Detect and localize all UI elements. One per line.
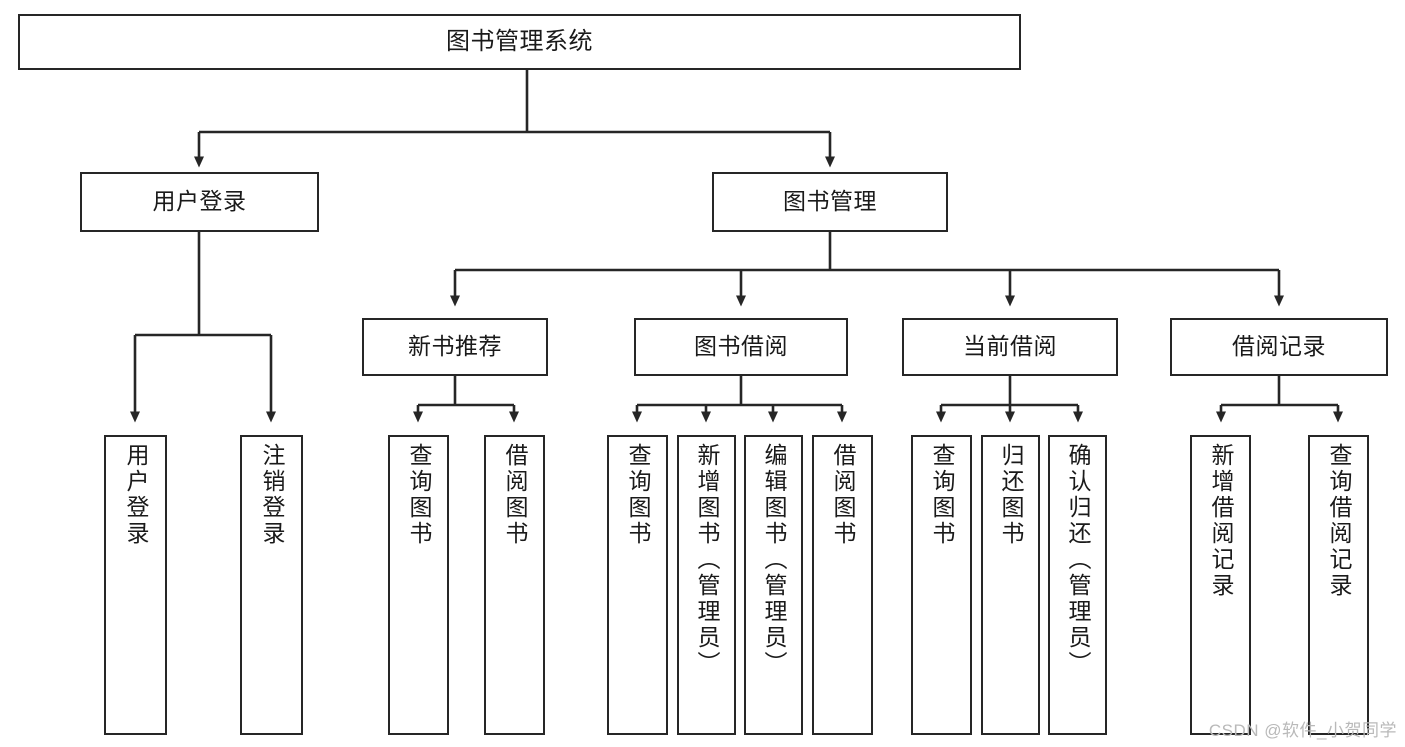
node-label: 借阅记录	[1232, 333, 1326, 360]
node-label: 借阅图书	[830, 443, 856, 547]
node-label: 图书管理	[783, 188, 877, 215]
leaf-new-book-borrow[interactable]: 借阅图书	[484, 435, 545, 735]
node-label: 新书推荐	[408, 333, 502, 360]
leaf-new-book-query[interactable]: 查询图书	[388, 435, 449, 735]
leaf-current-borrow-confirm-return[interactable]: 确认归还（管理员）	[1048, 435, 1107, 735]
watermark: CSDN @软件_小贺同学	[1208, 721, 1397, 740]
node-label: 注销登录	[259, 443, 285, 547]
node-label: 图书借阅	[694, 333, 788, 360]
node-label: 查询借阅记录	[1326, 443, 1352, 599]
leaf-user-login-login[interactable]: 用户登录	[104, 435, 167, 735]
node-label: 查询图书	[406, 443, 432, 547]
node-label: 新增借阅记录	[1208, 443, 1234, 599]
node-label: 确认归还（管理员）	[1065, 443, 1091, 677]
node-label: 图书管理系统	[446, 27, 593, 55]
leaf-current-borrow-return[interactable]: 归还图书	[981, 435, 1040, 735]
node-current-borrow[interactable]: 当前借阅	[902, 318, 1118, 376]
node-new-book-recommend[interactable]: 新书推荐	[362, 318, 548, 376]
node-label: 查询图书	[625, 443, 651, 547]
leaf-book-borrow-add[interactable]: 新增图书（管理员）	[677, 435, 736, 735]
node-book-management[interactable]: 图书管理	[712, 172, 948, 232]
node-label: 编辑图书（管理员）	[761, 443, 787, 677]
node-user-login[interactable]: 用户登录	[80, 172, 319, 232]
leaf-current-borrow-query[interactable]: 查询图书	[911, 435, 972, 735]
node-label: 用户登录	[123, 443, 149, 547]
node-label: 查询图书	[929, 443, 955, 547]
node-label: 用户登录	[152, 188, 247, 215]
node-label: 归还图书	[998, 443, 1024, 547]
node-book-borrow[interactable]: 图书借阅	[634, 318, 848, 376]
leaf-user-login-logout[interactable]: 注销登录	[240, 435, 303, 735]
leaf-borrow-record-query[interactable]: 查询借阅记录	[1308, 435, 1369, 735]
node-root-system[interactable]: 图书管理系统	[18, 14, 1021, 70]
node-label: 借阅图书	[502, 443, 528, 547]
leaf-book-borrow-edit[interactable]: 编辑图书（管理员）	[744, 435, 803, 735]
node-label: 新增图书（管理员）	[694, 443, 720, 677]
leaf-book-borrow-borrow[interactable]: 借阅图书	[812, 435, 873, 735]
leaf-borrow-record-add[interactable]: 新增借阅记录	[1190, 435, 1251, 735]
node-borrow-record[interactable]: 借阅记录	[1170, 318, 1388, 376]
leaf-book-borrow-query[interactable]: 查询图书	[607, 435, 668, 735]
node-label: 当前借阅	[963, 333, 1057, 360]
